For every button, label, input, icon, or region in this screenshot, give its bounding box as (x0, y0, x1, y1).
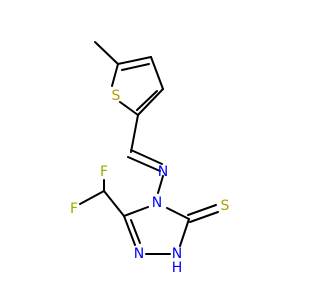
bond-c5-s-double-a (187, 204, 217, 216)
bond-n4-c3 (123, 206, 149, 217)
bond-n1-c5 (179, 218, 190, 247)
bond-s-c5 (111, 63, 119, 87)
atom-s-thiophene: S (112, 88, 121, 104)
chemical-structure: S N N F F S N N H (70, 41, 230, 276)
atom-n-imine: N (158, 164, 168, 180)
bond-c3-c2-inner (136, 90, 158, 111)
bond-methyl (94, 41, 119, 65)
atom-f-left: F (70, 201, 78, 217)
bond-c5-s-double-b (189, 211, 219, 223)
atom-h-ring: H (172, 260, 183, 276)
bond-c4-c3 (150, 56, 164, 90)
bond-ch-n-double-a (130, 149, 163, 165)
bond-c5-c4 (117, 56, 152, 65)
bond-cf2-f-left (79, 190, 105, 205)
bond-n4-c5 (166, 207, 190, 220)
bond-n-n4 (157, 175, 164, 194)
bond-lines (79, 41, 219, 255)
atom-labels: S N N F F S N N H (70, 88, 230, 276)
bond-c2-s (119, 101, 139, 116)
bond-c5-c4-inner (121, 63, 150, 71)
atom-n-ring-bottom: N (134, 246, 144, 262)
bond-ch-n-double-b (127, 156, 161, 172)
atom-s-thione: S (221, 198, 230, 214)
bond-c3-n2 (123, 215, 136, 246)
bond-c2-ch (130, 114, 139, 153)
atom-nh-ring: N (172, 246, 182, 262)
atom-f-top: F (100, 164, 108, 180)
bond-c3-cf2 (103, 190, 125, 217)
bond-c3-c2 (137, 88, 164, 116)
bond-c3-n2-inner (130, 219, 141, 244)
atom-n4-triazole: N (152, 195, 162, 211)
